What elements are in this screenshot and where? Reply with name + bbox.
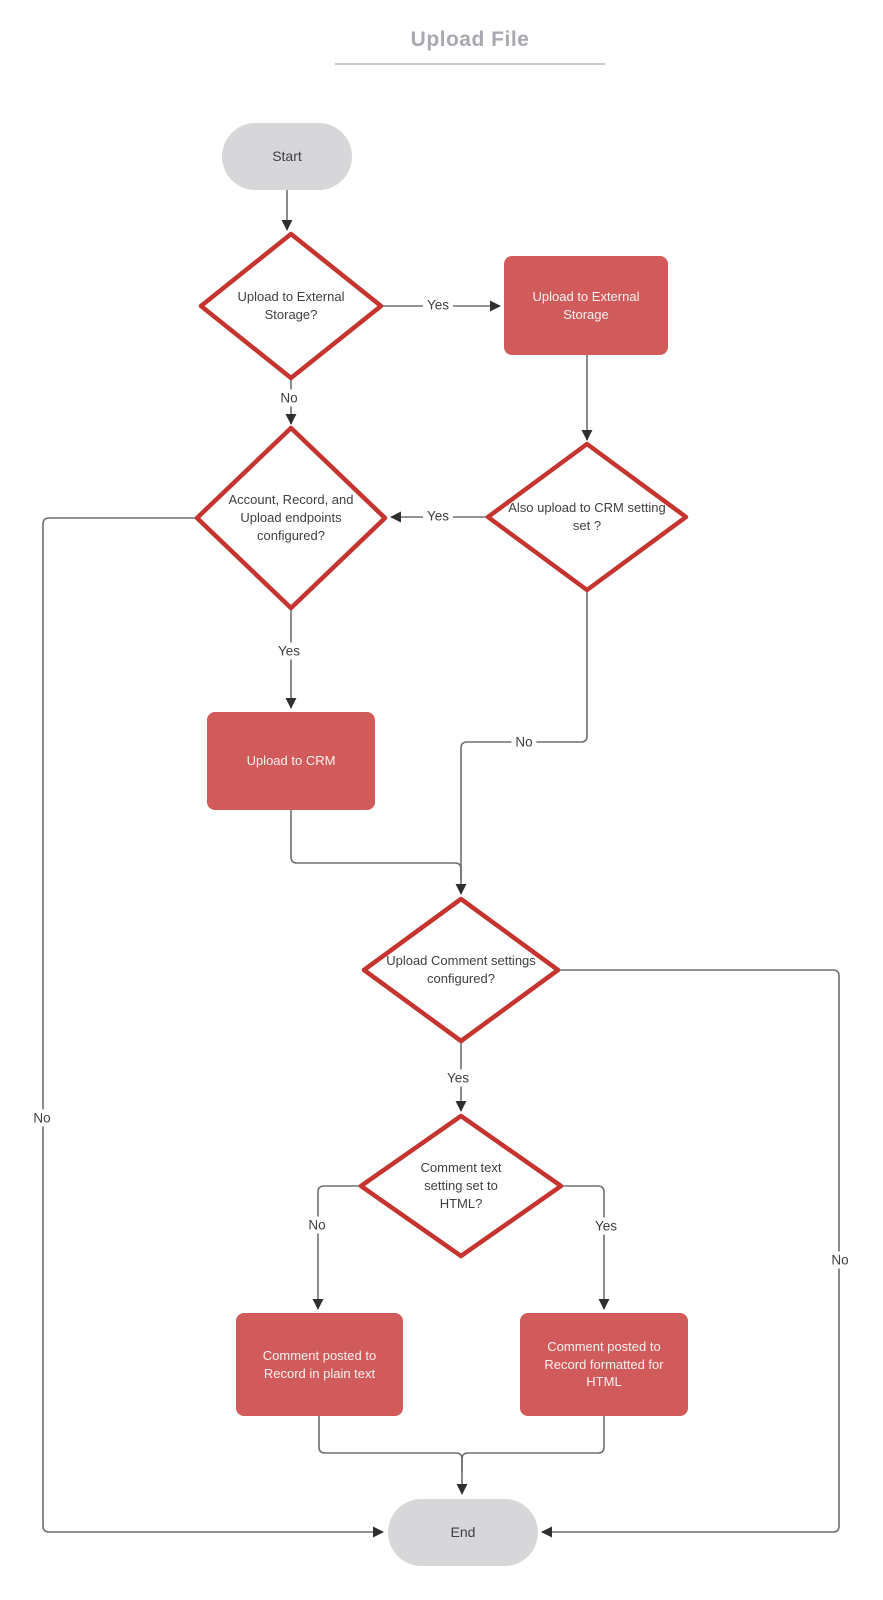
connector-html-yes	[562, 1185, 610, 1310]
decision-upload-comment-settings: Upload Comment settings configured?	[386, 952, 536, 986]
decision-upload-external-storage-shape	[198, 231, 384, 381]
edge-label-external-no: No	[276, 389, 302, 407]
decision-also-upload-crm: Also upload to CRM setting set ?	[508, 499, 666, 533]
connector-endpoints-no-to-end	[42, 517, 384, 1538]
process-upload-crm: Upload to CRM	[207, 712, 375, 810]
decision-upload-comment-settings-shape	[361, 896, 561, 1044]
connector-upload-crm-to-comment-settings	[290, 810, 467, 895]
edge-label-comment-settings-no: No	[827, 1251, 853, 1269]
edge-label-endpoints-yes: Yes	[273, 642, 305, 660]
edge-label-endpoints-no: No	[29, 1109, 55, 1127]
decision-also-upload-crm-shape	[485, 441, 689, 593]
process-upload-crm-label: Upload to CRM	[246, 753, 336, 769]
process-comment-plain-text: Comment posted to Record in plain text	[236, 1313, 403, 1416]
edge-label-comment-settings-yes: Yes	[442, 1069, 474, 1087]
connector-html-no	[312, 1185, 362, 1310]
decision-upload-external-storage: Upload to External Storage?	[237, 288, 345, 322]
process-comment-plain-text-label: Comment posted to Record in plain text	[262, 1347, 377, 1381]
decision-endpoints-configured: Account, Record, and Upload endpoints co…	[228, 491, 354, 544]
edge-label-html-yes: Yes	[590, 1217, 622, 1235]
process-upload-external-storage-label: Upload to External Storage	[532, 288, 640, 322]
process-comment-html-label: Comment posted to Record formatted for H…	[544, 1339, 664, 1390]
edge-label-external-yes: Yes	[422, 296, 454, 314]
end-node: End	[388, 1499, 538, 1566]
edge-label-html-no: No	[304, 1216, 330, 1234]
decision-endpoints-configured-shape	[194, 425, 388, 611]
connector-comment-settings-no-to-end	[541, 969, 840, 1538]
page-title: Upload File	[335, 28, 605, 65]
edge-label-also-crm-no: No	[511, 733, 537, 751]
start-node: Start	[222, 123, 352, 190]
decision-comment-text-html: Comment text setting set to HTML?	[420, 1159, 502, 1212]
connector-html-to-end	[461, 1416, 605, 1472]
process-comment-html: Comment posted to Record formatted for H…	[520, 1313, 688, 1416]
connector-plain-text-to-end	[318, 1416, 468, 1495]
process-upload-external-storage: Upload to External Storage	[504, 256, 668, 355]
decision-comment-text-html-shape	[358, 1113, 564, 1259]
edge-label-also-crm-yes: Yes	[422, 507, 454, 525]
